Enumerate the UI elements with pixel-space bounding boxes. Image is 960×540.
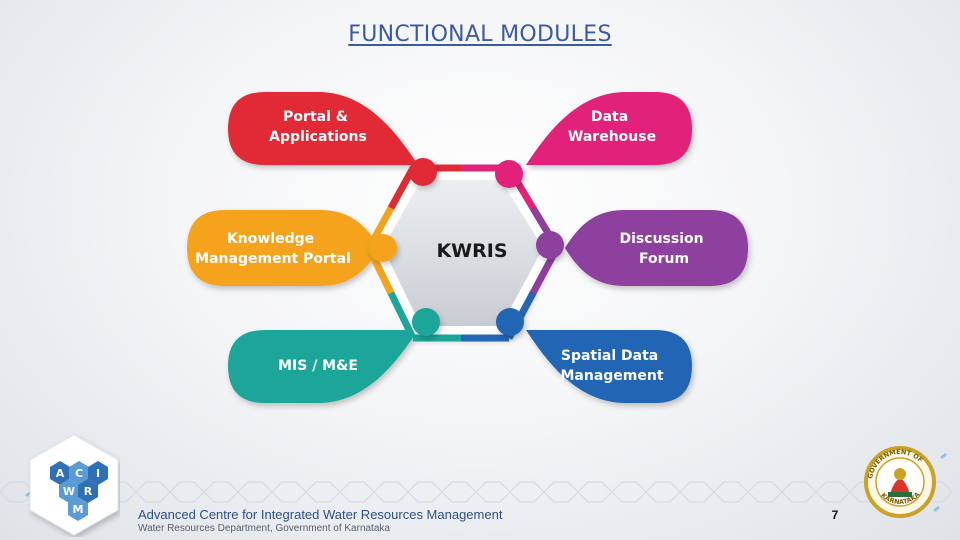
module-label-spatial-data: Spatial Data Management — [560, 348, 663, 384]
karnataka-govt-seal: GOVERNMENT OF KARNATAKA — [864, 446, 936, 518]
footer-department: Water Resources Department, Government o… — [138, 523, 390, 534]
connector-dot-red — [409, 158, 437, 186]
connector-dot-teal — [412, 308, 440, 336]
page-number: 7 — [831, 508, 839, 522]
hub-label: KWRIS — [436, 240, 507, 262]
logo-letter-c: C — [75, 467, 83, 480]
module-label-data-warehouse: Data Warehouse — [568, 109, 656, 145]
module-petal-spatial-data — [502, 330, 692, 403]
slide-title: FUNCTIONAL MODULES — [348, 22, 612, 47]
aciwrm-logo: A C I W R M — [29, 434, 119, 536]
logo-letter-m: M — [73, 503, 84, 516]
module-petal-mis-me — [228, 330, 442, 403]
connector-dot-orange — [369, 234, 397, 262]
module-petal-discussion-forum — [558, 210, 748, 286]
module-label-discussion-forum: Discussion Forum — [620, 231, 709, 267]
logo-letter-a: A — [56, 467, 65, 480]
logo-letter-w: W — [63, 485, 75, 498]
hub-hexagon — [365, 164, 561, 342]
module-label-mis-me: MIS / M&E — [278, 358, 358, 374]
logo-letter-r: R — [84, 485, 93, 498]
module-label-portal-applications: Portal & Applications — [269, 109, 367, 145]
module-petal-knowledge-portal — [187, 210, 385, 286]
logo-letter-i: I — [96, 467, 100, 480]
footer-organization: Advanced Centre for Integrated Water Res… — [138, 507, 503, 522]
module-petal-portal-applications — [228, 92, 442, 165]
module-petal-data-warehouse — [502, 92, 692, 165]
module-label-knowledge-portal: Knowledge Management Portal — [195, 231, 351, 267]
connector-dot-magenta — [495, 160, 523, 188]
connector-dot-blue — [496, 308, 524, 336]
connector-dot-purple — [536, 231, 564, 259]
